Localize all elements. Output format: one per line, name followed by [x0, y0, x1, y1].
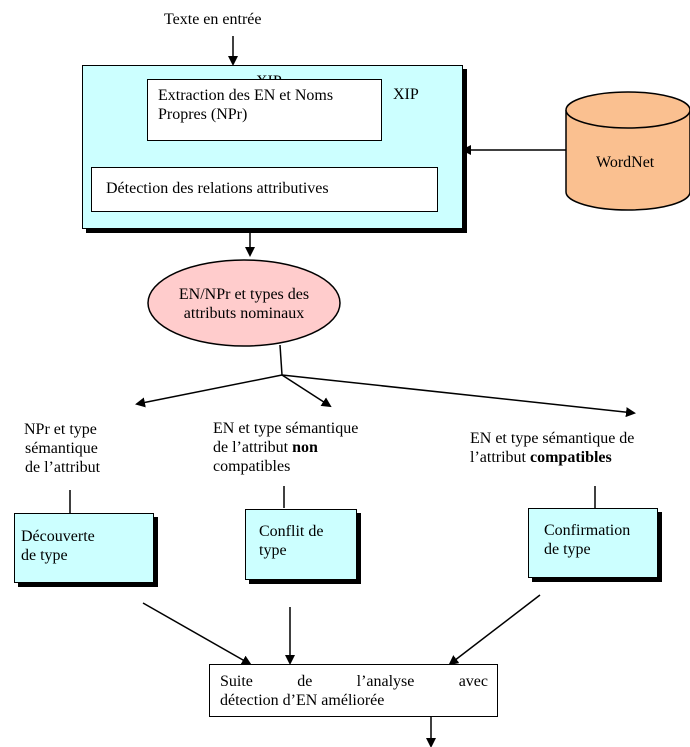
branch-left-arrow: [135, 374, 283, 408]
extraction-text: Extraction des EN et Noms Propres (NPr): [158, 87, 334, 123]
middle-branch-label: EN et type sémantique de l’attribut non …: [213, 419, 358, 476]
left-branch-line: sémantique: [25, 440, 98, 457]
ellipse-text: EN/NPr et types des attributs nominaux: [178, 286, 310, 322]
left-branch-line: de l’attribut: [25, 459, 101, 476]
type-conflict-text: Conflit de type: [259, 522, 323, 560]
middle-branch-bold: non: [292, 439, 318, 456]
branch-right-arrow: [281, 374, 636, 418]
type-conflict-box: Conflit de type: [245, 509, 357, 580]
type-conflict-line: type: [259, 542, 287, 559]
final-line-2: détection d’EN améliorée: [220, 692, 385, 709]
result-ellipse: [147, 259, 341, 347]
right-branch-line: EN et type sémantique de: [470, 430, 635, 447]
wordnet-label: WordNet: [596, 154, 655, 171]
middle-branch-line: compatibles: [213, 458, 291, 475]
type-discovery-text: Découverte de type: [21, 527, 95, 565]
middle-branch-line: de l’attribut non: [213, 438, 358, 457]
type-confirmation-line: Confirmation: [544, 522, 631, 539]
final-line-1: Suite de l’analyse avec: [220, 672, 488, 691]
left-branch-label: NPr et type sémantique de l’attribut: [24, 420, 100, 477]
detection-text: Détection des relations attributives: [106, 180, 329, 197]
left-branch-line: NPr et type: [24, 421, 97, 438]
detection-box: Détection des relations attributives: [91, 167, 438, 212]
xip-title: XIP: [393, 86, 419, 103]
final-word: avec: [458, 673, 488, 690]
type-discovery-box: Découverte de type: [14, 513, 154, 583]
branch-middle-arrow: [281, 374, 332, 408]
right-branch-text: l’attribut: [470, 449, 530, 466]
type-conflict-line: Conflit de: [259, 523, 324, 540]
final-word: de: [297, 673, 313, 690]
right-branch-bold: compatibles: [529, 449, 612, 466]
type-confirmation-text: Confirmation de type: [544, 521, 630, 559]
input-label: Texte en entrée: [164, 11, 262, 28]
type-discovery-line: de type: [21, 547, 68, 564]
right-to-final-arrow: [448, 594, 541, 666]
xip-module: XIP XIP Extraction des EN et Noms Propre…: [82, 65, 463, 229]
ellipse-stem: [279, 344, 283, 376]
final-word: Suite: [220, 673, 253, 690]
left-to-final-arrow: [142, 602, 252, 665]
type-confirmation-box: Confirmation de type: [528, 508, 658, 578]
final-analysis-box: Suite de l’analyse avec détection d’EN a…: [209, 664, 498, 717]
middle-branch-line: EN et type sémantique: [213, 420, 359, 437]
right-branch-line: l’attribut compatibles: [470, 448, 634, 467]
extraction-box: Extraction des EN et Noms Propres (NPr): [147, 79, 382, 141]
type-confirmation-line: de type: [544, 541, 591, 558]
right-branch-label: EN et type sémantique de l’attribut comp…: [470, 429, 634, 467]
type-discovery-line: Découverte: [21, 528, 95, 545]
wordnet-database-icon: [565, 91, 690, 211]
middle-branch-text: de l’attribut: [213, 439, 293, 456]
final-word: l’analyse: [356, 673, 415, 690]
